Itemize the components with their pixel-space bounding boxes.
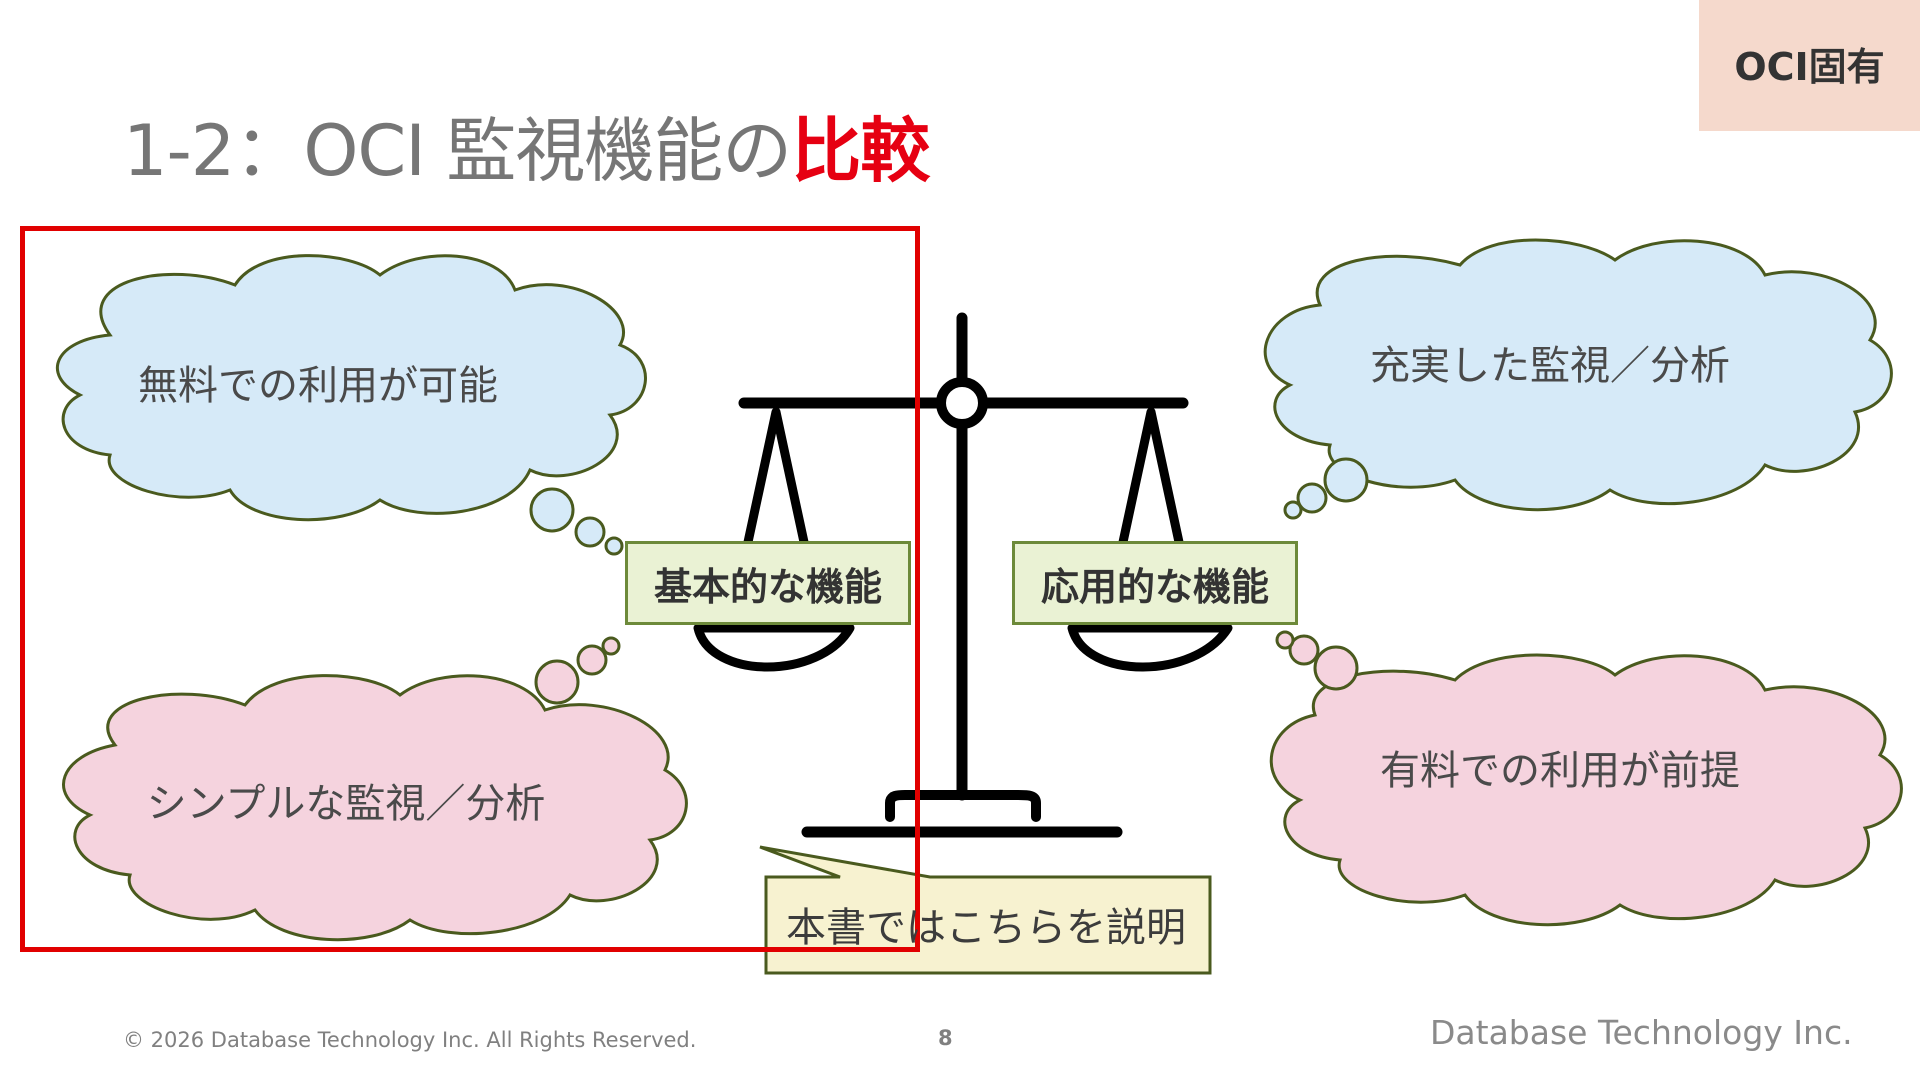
cloud-bottom-left: [62, 636, 688, 942]
oci-specific-badge: OCI固有: [1699, 0, 1920, 131]
focus-highlight-frame: [20, 226, 920, 952]
callout-bubble: [759, 845, 1212, 975]
balance-scale-icon: [693, 312, 1233, 838]
advanced-features-label: 応用的な機能: [1012, 541, 1298, 625]
title-prefix: 1-2：OCI 監視機能の: [123, 110, 792, 192]
cloud-bottom-right: [1269, 630, 1903, 927]
page-number: 8: [938, 1026, 953, 1050]
cloud-top-right: [1263, 238, 1893, 520]
footer-copyright: © 2026 Database Technology Inc. All Righ…: [123, 1028, 697, 1052]
cloud-top-left: [56, 254, 647, 556]
badge-label: OCI固有: [1734, 44, 1885, 89]
title-highlight: 比較: [791, 110, 930, 192]
company-logo-text: Database Technology Inc.: [1430, 1013, 1853, 1052]
basic-features-label: 基本的な機能: [625, 541, 911, 625]
callout-text: 本書ではこちらを説明: [786, 905, 1186, 951]
cloud-bottom-right-text: 有料での利用が前提: [1380, 748, 1740, 794]
cloud-top-right-text: 充実した監視／分析: [1370, 343, 1730, 389]
cloud-top-left-text: 無料での利用が可能: [138, 363, 498, 409]
cloud-bottom-left-text: シンプルな監視／分析: [146, 781, 546, 827]
page-title: 1-2：OCI 監視機能の比較: [123, 95, 930, 196]
